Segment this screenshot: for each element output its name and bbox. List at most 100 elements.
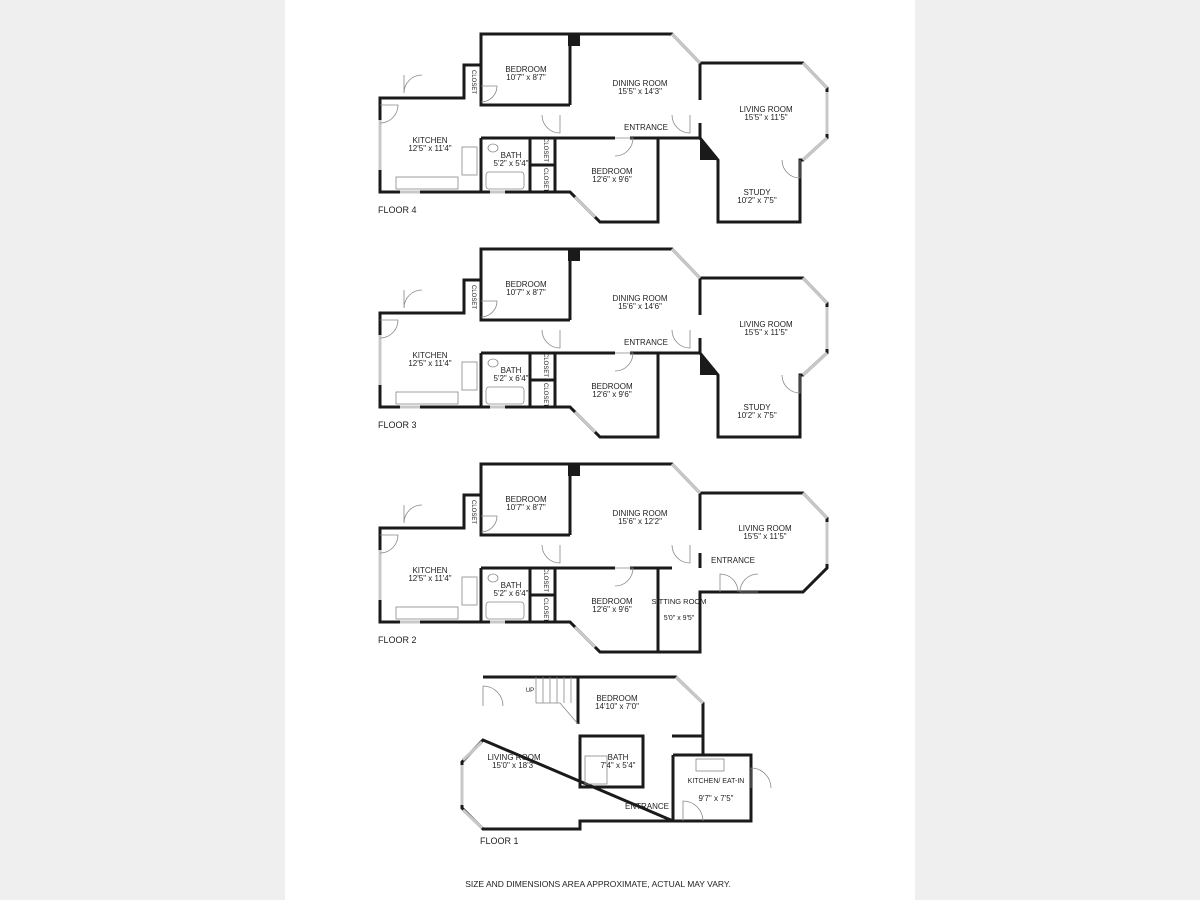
- stairs: [536, 702, 579, 725]
- bedroom-1-dims: 10'7" x 8'7": [506, 288, 546, 297]
- stairs-up-label: UP: [526, 688, 534, 694]
- door-swing: [614, 137, 634, 157]
- window: [801, 491, 829, 520]
- window: [801, 276, 829, 305]
- kitchen-dims: 12'5" x 11'4": [408, 574, 451, 583]
- bath-name: BATH: [501, 581, 522, 590]
- door-swing: [379, 319, 399, 339]
- exterior-walls: [378, 462, 829, 654]
- dining-room-name: DINING ROOM: [612, 294, 667, 303]
- bedroom-1-dims: 10'7" x 8'7": [506, 73, 546, 82]
- closet-label: CLOSET: [542, 598, 548, 622]
- toilet: [487, 573, 499, 583]
- window: [674, 675, 705, 705]
- floor-label: FLOOR 1: [480, 836, 519, 846]
- window: [670, 247, 702, 280]
- floor-label: FLOOR 2: [378, 635, 417, 645]
- bathtub: [485, 171, 525, 190]
- exterior-walls: [378, 32, 829, 224]
- toilet: [487, 358, 499, 368]
- door-swing: [739, 573, 759, 593]
- f1-living-room-name: LIVING ROOM: [487, 753, 541, 762]
- study-dims: 10'2" x 7'5": [737, 196, 777, 205]
- dining-room-name: DINING ROOM: [612, 79, 667, 88]
- interior-walls: [378, 34, 702, 192]
- living-room-name: LIVING ROOM: [739, 105, 793, 114]
- living-room-dims: 15'5" x 11'5": [744, 113, 787, 122]
- column: [568, 249, 580, 261]
- toilet: [487, 143, 499, 153]
- column: [568, 464, 580, 476]
- column: [700, 353, 718, 375]
- closet-label: CLOSET: [542, 138, 548, 162]
- bath-dims: 5'2" x 6'4": [494, 589, 529, 598]
- dining-room-name: DINING ROOM: [612, 509, 667, 518]
- f1-bedroom-dims: 14'10" x 7'0": [595, 702, 639, 711]
- floor-label: FLOOR 3: [378, 420, 417, 430]
- f1-kitchen-dims: 9'7" x 7'5": [699, 794, 734, 803]
- bedroom-2-dims: 12'6" x 9'6": [592, 175, 632, 184]
- entrance-label: ENTRANCE: [624, 338, 668, 347]
- f1-kitchen-name: KITCHEN/ EAT-IN: [688, 778, 745, 785]
- study-name: STUDY: [743, 403, 771, 412]
- door-swing: [480, 300, 498, 318]
- interior-walls: [576, 677, 703, 821]
- window: [573, 410, 597, 434]
- bedroom-1-name: BEDROOM: [505, 280, 547, 289]
- bedroom-2-name: BEDROOM: [591, 597, 633, 606]
- bath-name: BATH: [501, 366, 522, 375]
- window: [801, 61, 829, 90]
- exterior-walls: [378, 247, 829, 439]
- study-name: STUDY: [743, 188, 771, 197]
- sitting-room-dims: 5'0" x 9'5": [664, 615, 695, 622]
- kitchen-counter: [395, 606, 459, 620]
- dining-room-dims: 15'6" x 12'2": [618, 517, 662, 526]
- dining-room-dims: 15'6" x 14'6": [618, 302, 662, 311]
- interior-walls: [378, 249, 702, 407]
- living-room-name: LIVING ROOM: [739, 320, 793, 329]
- living-room-dims: 15'5" x 11'5": [744, 328, 787, 337]
- stove: [461, 361, 478, 391]
- column: [700, 138, 718, 160]
- kitchen-name: KITCHEN: [412, 351, 447, 360]
- bathtub: [485, 386, 525, 405]
- bedroom-1-name: BEDROOM: [505, 65, 547, 74]
- kitchen-dims: 12'5" x 11'4": [408, 144, 451, 153]
- entrance-label: ENTRANCE: [624, 123, 668, 132]
- door-swing: [482, 685, 504, 707]
- door-swing: [403, 289, 423, 309]
- door-swing: [480, 515, 498, 533]
- door-swing: [541, 544, 561, 564]
- closet-label: CLOSET: [542, 383, 548, 407]
- kitchen-counter: [395, 176, 459, 190]
- floor-label: FLOOR 4: [378, 205, 417, 215]
- closet-label: CLOSET: [542, 568, 548, 592]
- door-swing: [671, 329, 691, 349]
- closet-label: CLOSET: [470, 70, 476, 94]
- entrance-label: ENTRANCE: [711, 556, 755, 565]
- closet-label: CLOSET: [542, 353, 548, 377]
- window: [573, 195, 597, 219]
- window: [801, 136, 829, 162]
- living-room-dims: 15'5" x 11'5": [743, 532, 786, 541]
- kitchen-name: KITCHEN: [412, 566, 447, 575]
- door-swing: [379, 534, 399, 554]
- door-swing: [750, 767, 772, 789]
- kitchen-counter: [395, 391, 459, 405]
- sitting-room-name: SITTING ROOM: [652, 597, 707, 606]
- study-dims: 10'2" x 7'5": [737, 411, 777, 420]
- bath-dims: 5'2" x 6'4": [494, 374, 529, 383]
- door-swing: [781, 159, 801, 179]
- bathtub: [485, 601, 525, 620]
- bedroom-2-name: BEDROOM: [591, 167, 633, 176]
- door-swing: [541, 114, 561, 134]
- window: [801, 351, 829, 377]
- window: [670, 462, 702, 495]
- door-swing: [614, 567, 634, 587]
- stove: [461, 146, 478, 176]
- stove: [695, 758, 725, 772]
- shower: [584, 755, 608, 785]
- disclaimer: SIZE AND DIMENSIONS AREA APPROXIMATE, AC…: [465, 879, 731, 889]
